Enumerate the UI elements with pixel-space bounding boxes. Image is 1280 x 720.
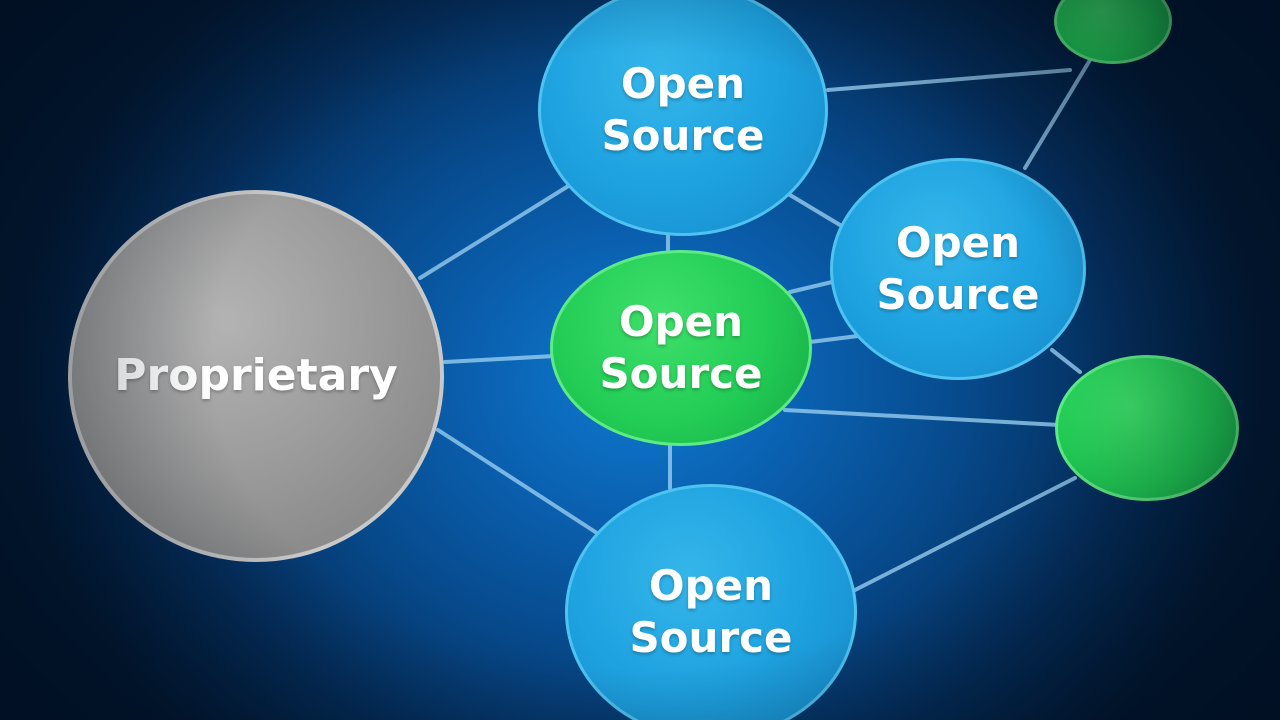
green-node-right	[1055, 355, 1239, 501]
open-source-label: Open Source	[601, 59, 765, 160]
open-source-node-center: Open Source	[550, 250, 812, 446]
proprietary-node: Proprietary	[68, 190, 444, 562]
link-proprietary-top	[418, 183, 572, 280]
link-center-green	[783, 408, 1062, 427]
open-source-node-right: Open Source	[830, 158, 1086, 380]
link-center-right	[788, 280, 834, 294]
open-source-label: Open Source	[629, 561, 793, 662]
open-source-label: Open Source	[599, 297, 763, 398]
link-proprietary-center	[443, 354, 557, 364]
link-proprietary-bottom	[436, 428, 602, 537]
open-source-label: Open Source	[876, 218, 1040, 319]
link-right-green	[1050, 348, 1082, 374]
link-bottom-green	[853, 476, 1077, 592]
link-right-topgreen	[1023, 58, 1092, 170]
link-top-far	[826, 68, 1072, 92]
proprietary-label: Proprietary	[114, 350, 398, 401]
link-top-right	[788, 193, 842, 227]
link-center-right2	[808, 334, 860, 344]
